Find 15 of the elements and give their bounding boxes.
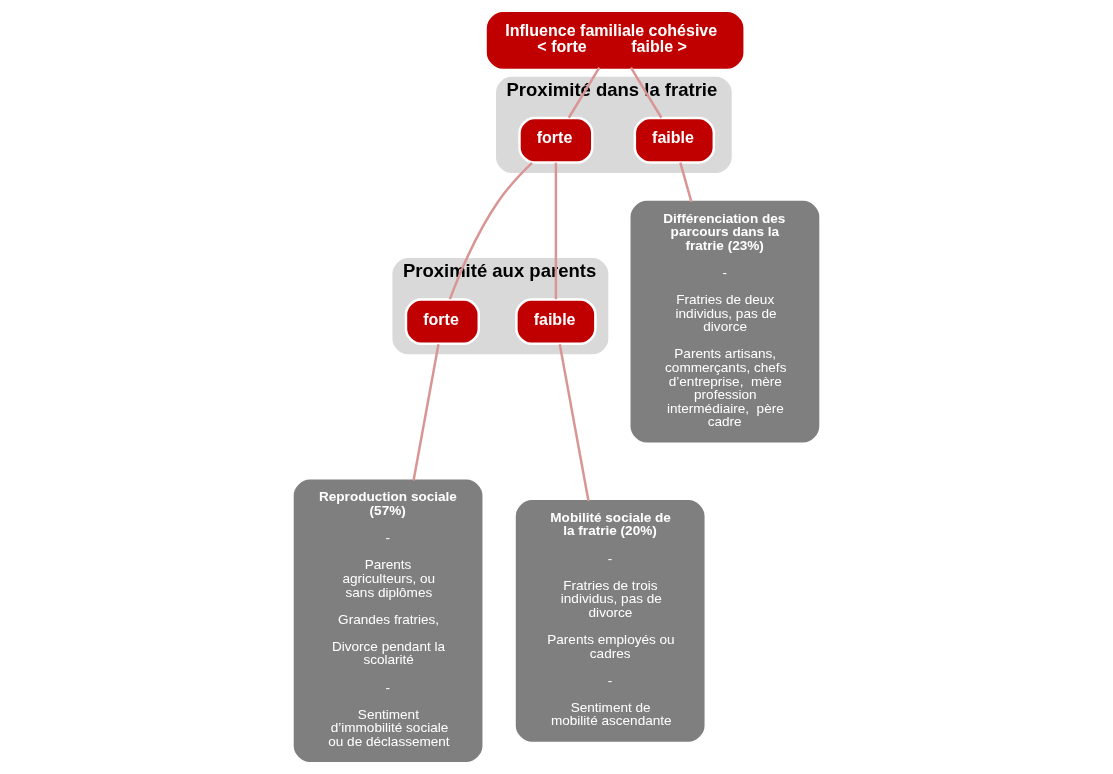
connector <box>558 343 590 502</box>
connector <box>448 162 533 300</box>
node-box: faible <box>633 116 716 164</box>
connector <box>554 162 558 300</box>
node-box: forte <box>404 298 480 346</box>
connector <box>567 67 601 119</box>
node-box: Influence familiale cohésive < forte faible > <box>486 11 744 69</box>
node-box: Mobilité sociale de la fratrie (20%) - Fratries de trois individus, pas de divorce Parents employés ou cadres - Sentiment de mobilité ascendante <box>515 499 705 742</box>
node-box: faible <box>515 298 597 346</box>
node-box: Différenciation des parcours dans la fratrie (23%) - Fratries de deux individus, pas de divorce Parents artisans, commerçants, chefs d’entreprise, mère profession intermédiaire, père cadre <box>630 200 820 443</box>
node-box: Reproduction sociale (57%) - Parents agriculteurs, ou sans diplômes Grandes fratries, Divorce pendant la scolarité - Sentiment d’immobilité sociale ou de déclassement <box>293 479 483 763</box>
node-box: forte <box>518 116 594 164</box>
connector <box>412 343 440 481</box>
connector <box>679 162 693 203</box>
connector <box>629 67 663 119</box>
